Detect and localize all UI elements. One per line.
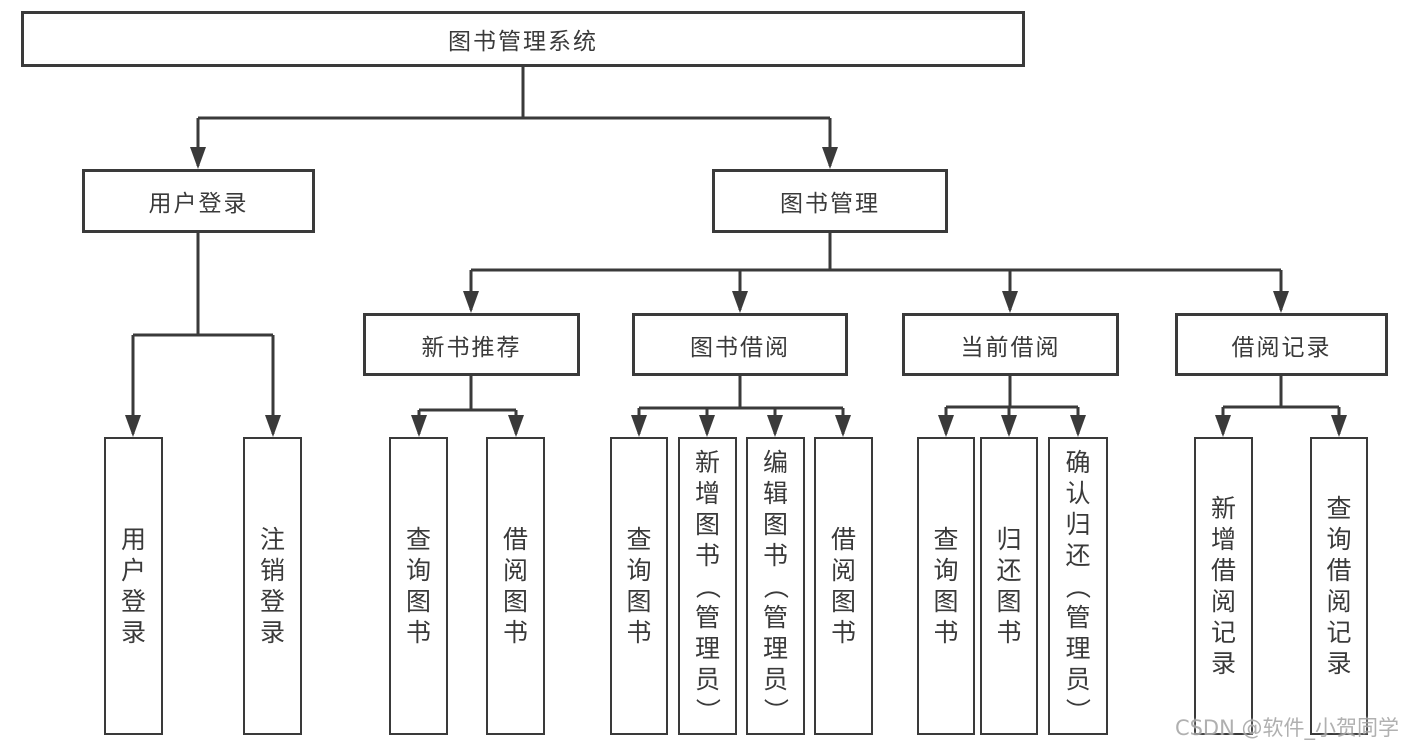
node-label: 新书推荐 bbox=[421, 334, 522, 361]
node-label: 查询图书 bbox=[626, 525, 652, 647]
node-label: 图书管理 bbox=[780, 191, 880, 217]
node-label: 查询图书 bbox=[405, 525, 431, 647]
node-label: 查询借阅记录 bbox=[1326, 494, 1352, 678]
node-label: 归还图书 bbox=[996, 525, 1022, 647]
node-leaf-query-books-3: 查询图书 bbox=[917, 437, 975, 735]
node-label: 借阅记录 bbox=[1231, 334, 1332, 361]
node-label: 确认归还（管理员） bbox=[1063, 447, 1093, 723]
node-label: 查询图书 bbox=[933, 525, 959, 647]
csdn-watermark: CSDN @软件_小贺同学 bbox=[1174, 716, 1399, 740]
node-borrow-records: 借阅记录 bbox=[1175, 313, 1388, 376]
node-current-borrow: 当前借阅 bbox=[902, 313, 1119, 376]
node-leaf-add-books-admin: 新增图书（管理员） bbox=[678, 437, 737, 735]
arrowheads bbox=[125, 147, 1347, 437]
node-label: 用户登录 bbox=[148, 191, 249, 217]
node-label: 编辑图书（管理员） bbox=[760, 447, 790, 723]
node-label: 借阅图书 bbox=[502, 525, 528, 647]
node-label: 注销登录 bbox=[259, 525, 285, 647]
node-leaf-edit-books-admin: 编辑图书（管理员） bbox=[746, 437, 805, 735]
node-leaf-confirm-return-admin: 确认归还（管理员） bbox=[1048, 437, 1108, 735]
node-leaf-query-books-1: 查询图书 bbox=[389, 437, 448, 735]
node-leaf-user-login: 用户登录 bbox=[104, 437, 163, 735]
node-new-book-recommend: 新书推荐 bbox=[363, 313, 580, 376]
node-label: 当前借阅 bbox=[960, 334, 1061, 361]
node-label: 新增图书（管理员） bbox=[692, 447, 722, 723]
node-leaf-borrow-books-2: 借阅图书 bbox=[814, 437, 873, 735]
node-leaf-return-books: 归还图书 bbox=[980, 437, 1038, 735]
node-label: 图书管理系统 bbox=[448, 29, 598, 55]
node-label: 用户登录 bbox=[120, 525, 146, 647]
node-leaf-logout: 注销登录 bbox=[243, 437, 302, 735]
node-system-root: 图书管理系统 bbox=[21, 11, 1025, 67]
node-leaf-add-borrow-record: 新增借阅记录 bbox=[1194, 437, 1253, 735]
node-user-login-branch: 用户登录 bbox=[82, 169, 315, 233]
node-leaf-query-books-2: 查询图书 bbox=[610, 437, 668, 735]
node-book-management-branch: 图书管理 bbox=[712, 169, 948, 233]
node-book-borrow: 图书借阅 bbox=[632, 313, 848, 376]
node-label: 新增借阅记录 bbox=[1210, 494, 1236, 678]
node-leaf-query-borrow-record: 查询借阅记录 bbox=[1310, 437, 1368, 735]
node-label: 借阅图书 bbox=[830, 525, 856, 647]
node-label: 图书借阅 bbox=[690, 334, 790, 361]
node-leaf-borrow-books-1: 借阅图书 bbox=[486, 437, 545, 735]
